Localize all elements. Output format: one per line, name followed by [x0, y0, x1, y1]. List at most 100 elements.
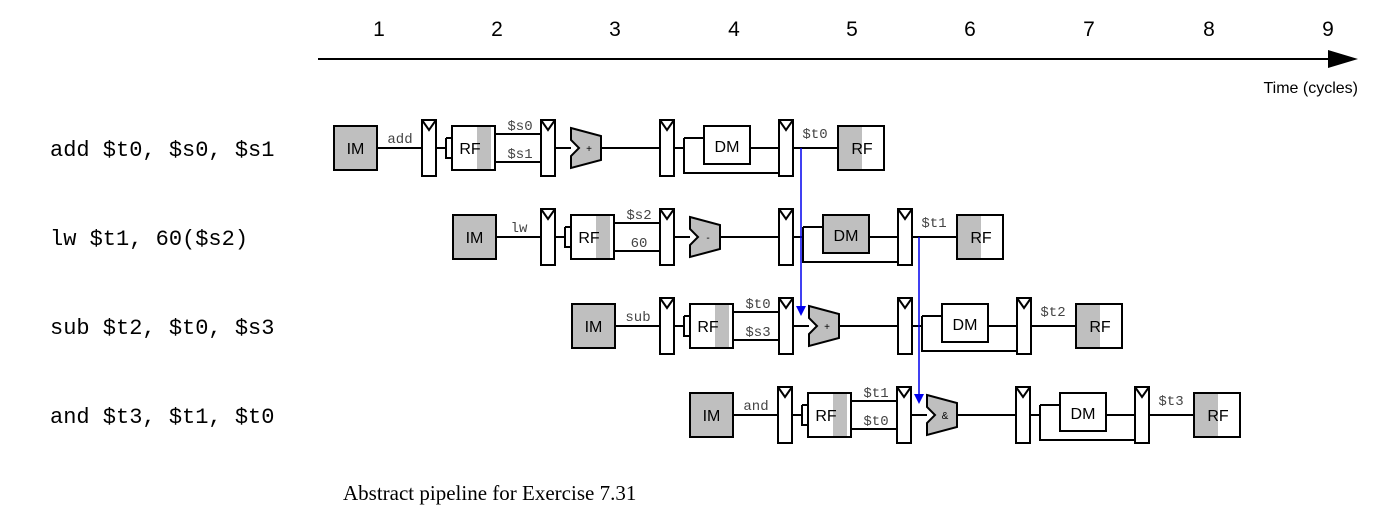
rf-read-label: RF — [578, 230, 600, 247]
pipeline-register-notch — [778, 119, 794, 132]
source-a-label: $t1 — [863, 386, 888, 402]
register-file-write — [1193, 392, 1241, 438]
alu-block — [689, 215, 721, 259]
instruction-text: lw $t1, 60($s2) — [50, 227, 248, 252]
register-file-read — [570, 214, 615, 260]
pipeline-register-notch — [896, 386, 912, 399]
pipeline-register-notch — [1134, 386, 1150, 399]
decode-wire — [792, 404, 808, 426]
decode-wire — [436, 137, 452, 159]
memory-bypass-wire — [912, 315, 1017, 352]
pipeline-register-notch — [659, 119, 675, 132]
memory-bypass-wire — [674, 137, 779, 174]
cycle-label: 1 — [373, 18, 385, 41]
register-file-write-shade — [1194, 393, 1218, 437]
register-file-write-shade — [838, 126, 862, 170]
figure-caption: Abstract pipeline for Exercise 7.31 — [343, 481, 636, 505]
cycle-label: 3 — [609, 18, 621, 41]
register-file-write-shade — [1076, 304, 1100, 348]
instruction-memory-block — [452, 214, 497, 260]
register-file-read-shade — [833, 393, 847, 437]
pipeline-register-notch — [897, 208, 913, 221]
alu-op-label: + — [586, 144, 592, 155]
register-file-write-shade — [957, 215, 981, 259]
alu-block — [570, 126, 602, 170]
register-file-write — [1075, 303, 1123, 349]
register-file-read — [451, 125, 496, 171]
register-file-read — [689, 303, 734, 349]
instruction-text: add $t0, $s0, $s1 — [50, 138, 274, 163]
time-axis: Time (cycles) 1 2 3 4 5 6 7 8 9 — [318, 18, 1358, 97]
cycle-label: 2 — [491, 18, 503, 41]
opcode-label: lw — [511, 221, 528, 237]
data-memory-block — [1059, 392, 1107, 432]
register-file-write — [956, 214, 1004, 260]
pipeline-register-notch — [778, 208, 794, 221]
source-a-label: $s2 — [626, 208, 651, 224]
im-label: IM — [585, 319, 603, 336]
source-a-label: $t0 — [745, 297, 770, 313]
im-label: IM — [466, 230, 484, 247]
alu-block — [926, 393, 958, 437]
alu-op-label: - — [706, 233, 709, 244]
rf-write-label: RF — [851, 141, 873, 158]
pipeline-register-notch — [421, 119, 437, 132]
cycle-label: 8 — [1203, 18, 1215, 41]
register-file-read — [807, 392, 852, 438]
source-a-label: $s0 — [507, 119, 532, 135]
pipeline-register-notch — [777, 386, 793, 399]
instruction-text: sub $t2, $t0, $s3 — [50, 316, 274, 341]
pipeline-register-notch — [659, 297, 675, 310]
rf-write-label: RF — [970, 230, 992, 247]
rf-read-label: RF — [459, 141, 481, 158]
cycle-labels: 1 2 3 4 5 6 7 8 9 — [373, 18, 1334, 41]
rf-read-label: RF — [697, 319, 719, 336]
dest-label: $t2 — [1040, 305, 1065, 321]
source-b-label: $s1 — [507, 147, 532, 163]
dm-label: DM — [834, 228, 859, 245]
decode-wire — [555, 226, 571, 248]
im-label: IM — [703, 408, 721, 425]
decode-wire — [674, 315, 690, 337]
pipeline-register-notch — [778, 297, 794, 310]
pipeline-register-notch — [1015, 386, 1031, 399]
rf-read-label: RF — [815, 408, 837, 425]
pipeline-register-notch — [1016, 297, 1032, 310]
alu-op-label: & — [942, 411, 949, 422]
dm-label: DM — [1071, 406, 1096, 423]
alu-block — [808, 304, 840, 348]
alu-op-label: + — [824, 322, 830, 333]
dm-label: DM — [953, 317, 978, 334]
instruction-memory-block — [689, 392, 734, 438]
opcode-label: sub — [625, 310, 650, 326]
source-b-label: 60 — [631, 236, 648, 252]
pipeline-register-notch — [540, 208, 556, 221]
cycle-label: 4 — [728, 18, 740, 41]
cycle-label: 6 — [964, 18, 976, 41]
pipeline-register-notch — [659, 208, 675, 221]
instruction-text: and $t3, $t1, $t0 — [50, 405, 274, 430]
register-file-write — [837, 125, 885, 171]
cycle-label: 5 — [846, 18, 858, 41]
register-file-read-shade — [477, 126, 491, 170]
dest-label: $t3 — [1158, 394, 1183, 410]
rf-write-label: RF — [1207, 408, 1229, 425]
instruction-memory-block — [571, 303, 616, 349]
cycle-label: 9 — [1322, 18, 1334, 41]
pipeline-register-notch — [897, 297, 913, 310]
forwarding-paths — [796, 148, 924, 404]
im-label: IM — [347, 141, 365, 158]
cycle-label: 7 — [1083, 18, 1095, 41]
source-b-label: $t0 — [863, 414, 888, 430]
opcode-label: add — [387, 132, 412, 148]
source-b-label: $s3 — [745, 325, 770, 341]
dest-label: $t0 — [802, 127, 827, 143]
data-memory-block — [822, 214, 870, 254]
rf-write-label: RF — [1089, 319, 1111, 336]
time-axis-label: Time (cycles) — [1263, 80, 1358, 97]
